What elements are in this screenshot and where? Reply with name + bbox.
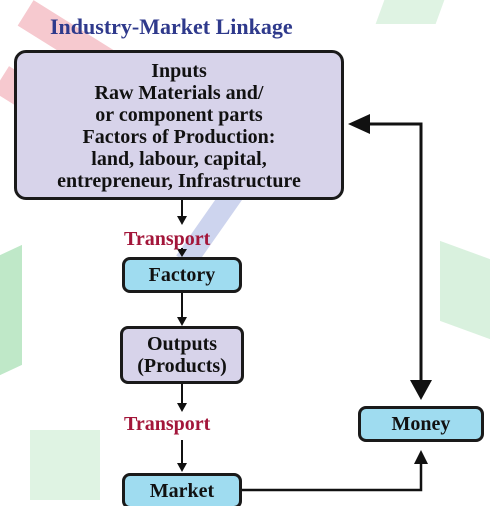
- outputs-box: Outputs (Products): [120, 326, 244, 384]
- arrowhead-down: [177, 463, 187, 472]
- diagram-title: Industry-Market Linkage: [50, 14, 293, 39]
- arrow-money-to-inputs: [368, 122, 423, 380]
- arrowhead-down: [177, 216, 187, 225]
- arrowhead-left: [348, 114, 370, 134]
- inputs-line: Inputs: [151, 60, 207, 82]
- outputs-sublabel: (Products): [137, 355, 227, 377]
- arrowhead-down: [177, 249, 187, 257]
- inputs-line: or component parts: [95, 104, 263, 126]
- outputs-label: Outputs: [146, 333, 218, 355]
- arrowhead-up: [414, 450, 428, 464]
- factory-box: Factory: [122, 257, 242, 293]
- inputs-line: land, labour, capital,: [91, 148, 267, 170]
- transport-label-bottom: Transport: [124, 413, 211, 435]
- inputs-box: Inputs Raw Materials and/ or component p…: [14, 50, 344, 200]
- market-label: Market: [149, 480, 215, 502]
- inputs-line: Factors of Production:: [82, 126, 276, 148]
- arrowhead-down: [177, 403, 187, 412]
- transport-label-top: Transport: [124, 228, 211, 250]
- arrowhead-down: [177, 317, 187, 326]
- factory-label: Factory: [148, 264, 216, 286]
- inputs-line: Raw Materials and/: [94, 82, 264, 104]
- inputs-line: entrepreneur, Infrastructure: [57, 170, 301, 192]
- arrowhead-down-money: [410, 380, 432, 400]
- arrow-market-to-money: [242, 462, 423, 492]
- money-label: Money: [391, 413, 451, 435]
- market-box: Market: [122, 473, 242, 506]
- money-box: Money: [358, 406, 484, 442]
